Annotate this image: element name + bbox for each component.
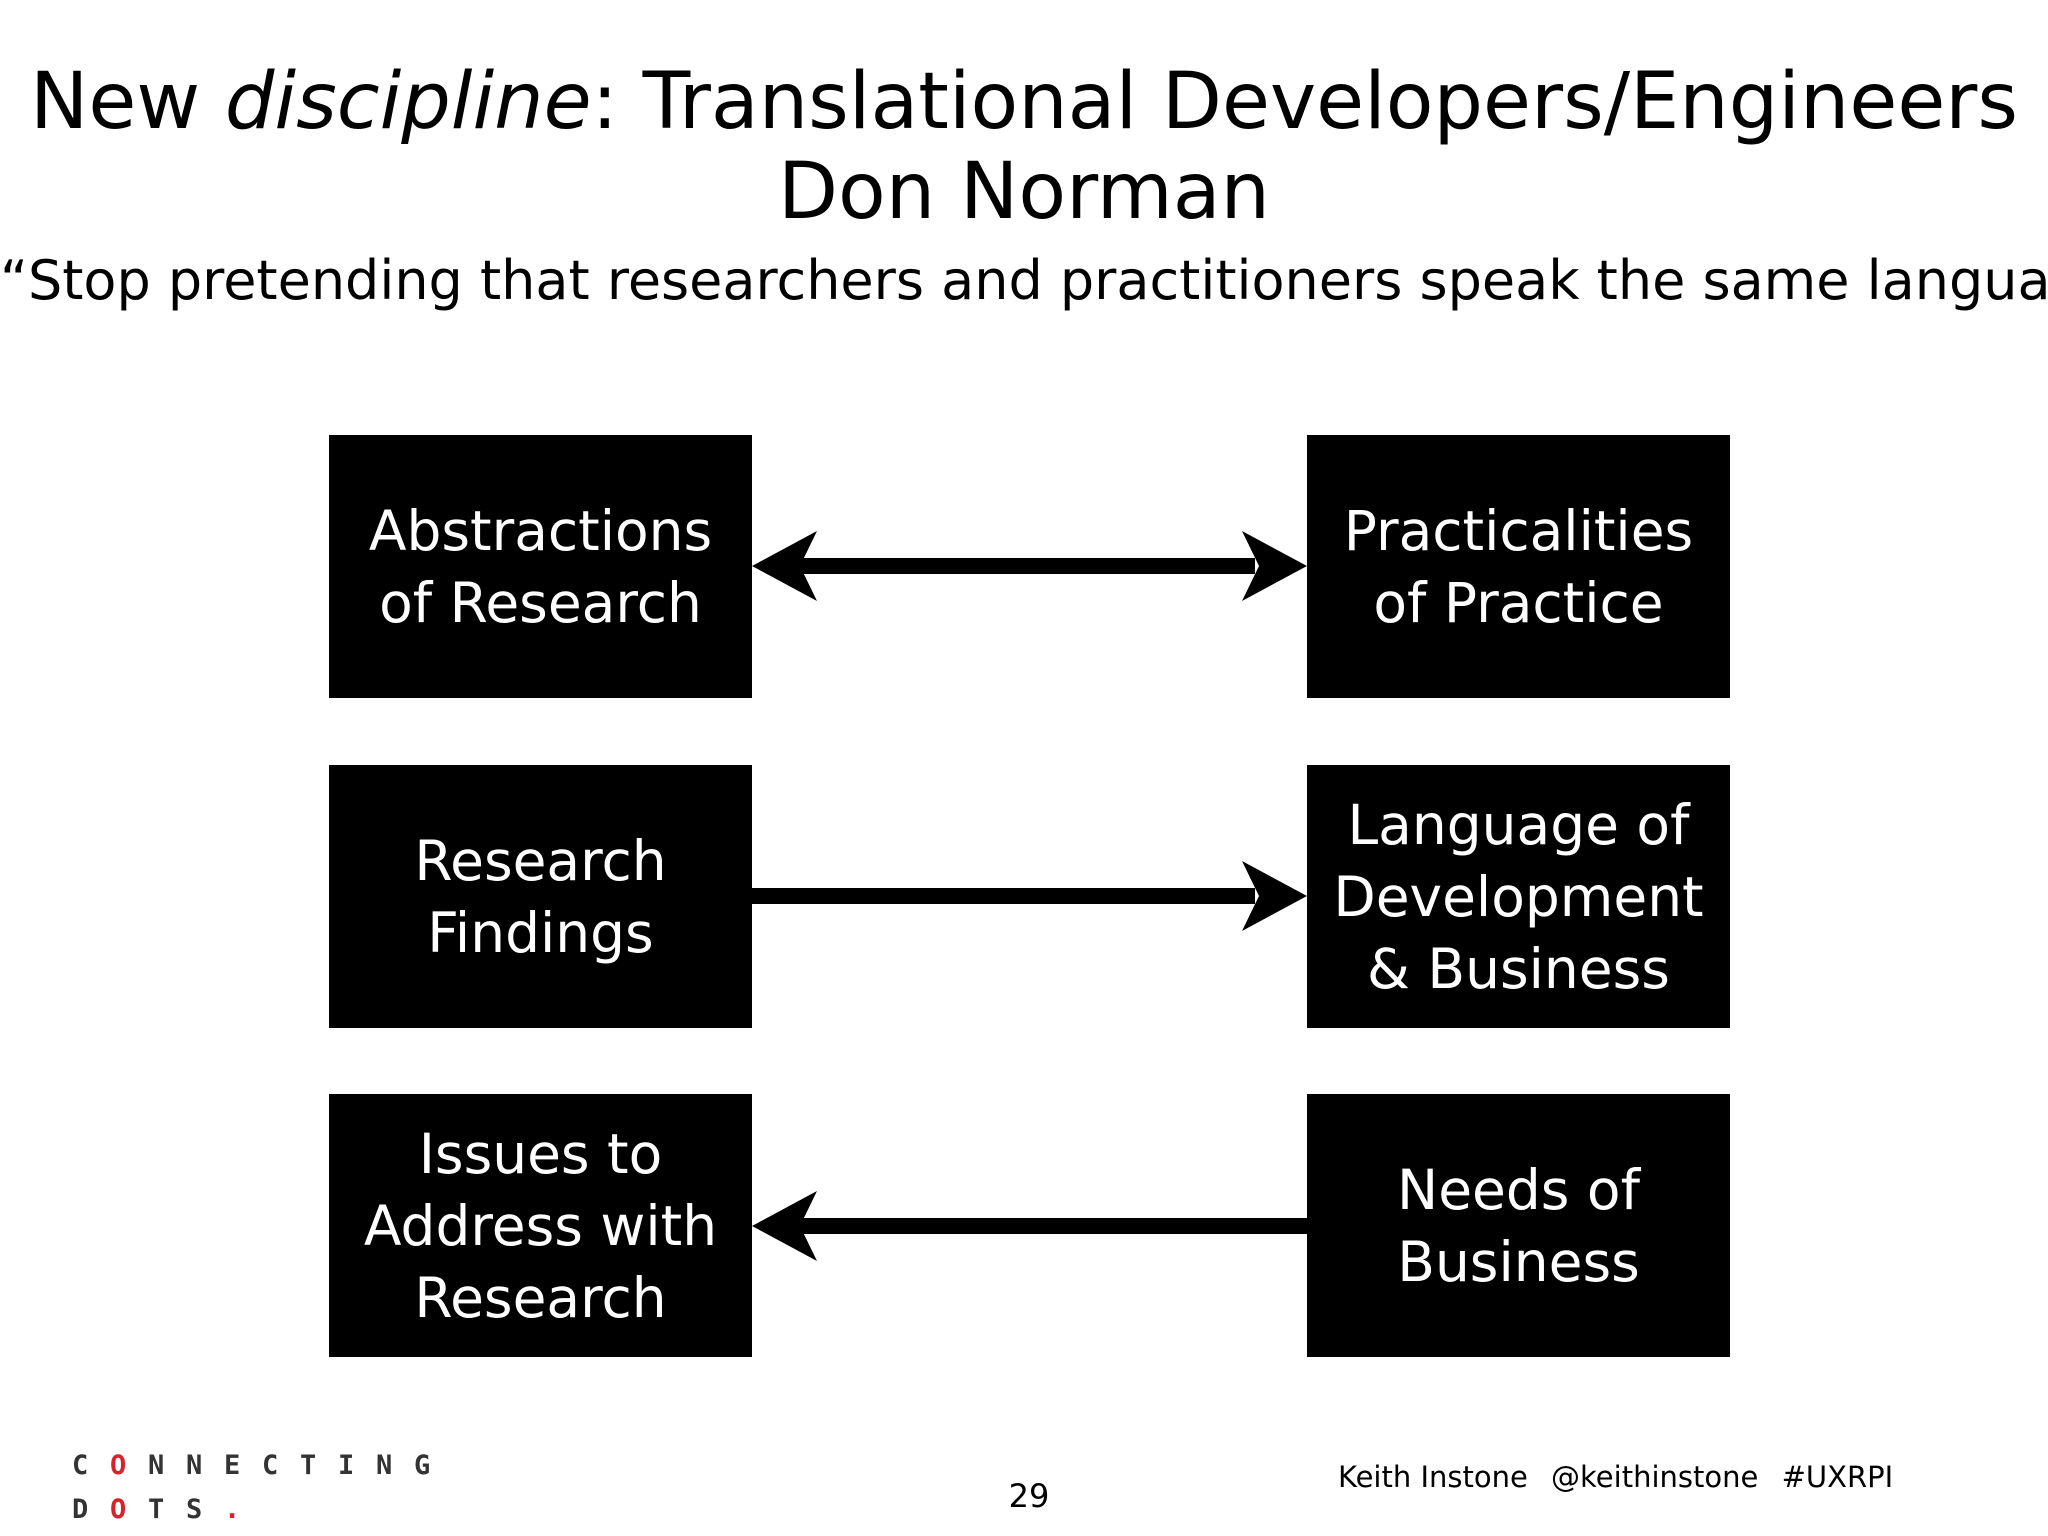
logo-letter: T <box>300 1450 317 1481</box>
box-line: Research <box>414 828 667 893</box>
logo-letter: N <box>376 1450 393 1481</box>
slide-subtitle-author: Don Norman <box>778 147 1270 237</box>
box-line: of Research <box>379 570 702 635</box>
connecting-dots-logo: C O N N E C T I N G D O T S . <box>72 1444 452 1532</box>
box-line: Needs of <box>1397 1157 1640 1222</box>
logo-letter: S <box>186 1494 203 1525</box>
logo-letter: G <box>414 1450 431 1481</box>
logo-letter-accent: O <box>110 1450 127 1481</box>
slide-quote: “Stop pretending that researchers and pr… <box>0 249 2048 312</box>
slide-title: New discipline: Translational Developers… <box>0 56 2048 148</box>
logo-letter: E <box>224 1450 241 1481</box>
credit-handle: @keithinstone <box>1551 1460 1759 1494</box>
credit-hashtag: #UXRPI <box>1781 1460 1894 1494</box>
page-number: 29 <box>1008 1477 1050 1515</box>
box-line: Business <box>1397 1229 1640 1294</box>
box-line: Practicalities <box>1343 498 1694 563</box>
logo-letter: C <box>262 1450 279 1481</box>
box-line: Research <box>414 1265 667 1330</box>
box-abstractions-of-research: Abstractions of Research <box>329 435 752 698</box>
logo-letter: N <box>148 1450 165 1481</box>
title-italic-word: discipline <box>224 57 592 147</box>
box-research-findings: Research Findings <box>329 765 752 1028</box>
box-line: Abstractions <box>368 498 713 563</box>
arrow-right <box>752 861 1307 931</box>
logo-letter-accent: O <box>110 1494 127 1525</box>
title-prefix: New <box>29 57 225 147</box>
box-line: Language of <box>1347 792 1690 857</box>
box-line: Development <box>1333 864 1704 929</box>
logo-letter: N <box>186 1450 203 1481</box>
box-line: Findings <box>427 900 654 965</box>
footer-credit: Keith Instone @keithinstone #UXRPI <box>1338 1458 1907 1496</box>
logo-period-accent: . <box>224 1494 241 1525</box>
box-line: Issues to <box>418 1121 663 1186</box>
logo-letter: D <box>72 1494 89 1525</box>
logo-letter: T <box>148 1494 165 1525</box>
logo-letter: I <box>338 1450 355 1481</box>
box-line: & Business <box>1367 936 1670 1001</box>
box-line: Address with <box>363 1193 718 1258</box>
box-language-of-development-business: Language of Development & Business <box>1307 765 1730 1028</box>
logo-line-1: C O N N E C T I N G <box>72 1444 452 1488</box>
box-needs-of-business: Needs of Business <box>1307 1094 1730 1357</box>
box-practicalities-of-practice: Practicalities of Practice <box>1307 435 1730 698</box>
logo-line-2: D O T S . <box>72 1488 452 1532</box>
logo-letter: C <box>72 1450 89 1481</box>
box-line: of Practice <box>1373 570 1664 635</box>
title-suffix: : Translational Developers/Engineers <box>591 57 2019 147</box>
arrow-bidirectional <box>752 531 1307 601</box>
arrow-left <box>752 1191 1307 1261</box>
credit-author: Keith Instone <box>1338 1460 1528 1494</box>
box-issues-to-address-with-research: Issues to Address with Research <box>329 1094 752 1357</box>
